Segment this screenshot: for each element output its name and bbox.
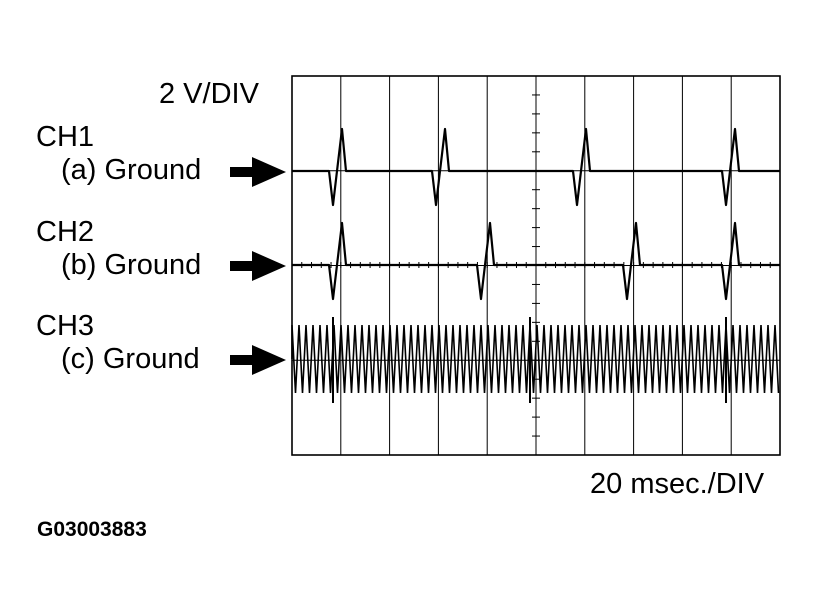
ch3-waveform: [291, 324, 780, 394]
scope-traces: [291, 127, 781, 403]
ch1-ground-label: (a) Ground: [61, 154, 202, 186]
ch2-waveform: [292, 221, 780, 301]
ch3-ground-arrow-icon: [230, 345, 286, 375]
time-per-div-label: 20 msec./DIV: [590, 468, 765, 500]
ch1-ground-arrow-icon: [230, 157, 286, 187]
ch1-waveform: [292, 127, 780, 207]
ch2-ground-label: (b) Ground: [61, 249, 202, 281]
ch2-ground-arrow-icon: [230, 251, 286, 281]
ch3-label: CH3: [36, 310, 95, 342]
ch1-label: CH1: [36, 121, 95, 153]
ch2-label: CH2: [36, 216, 95, 248]
volts-per-div-label: 2 V/DIV: [159, 78, 259, 110]
ch3-ground-label: (c) Ground: [61, 343, 200, 375]
figure-code: G03003883: [37, 518, 147, 541]
